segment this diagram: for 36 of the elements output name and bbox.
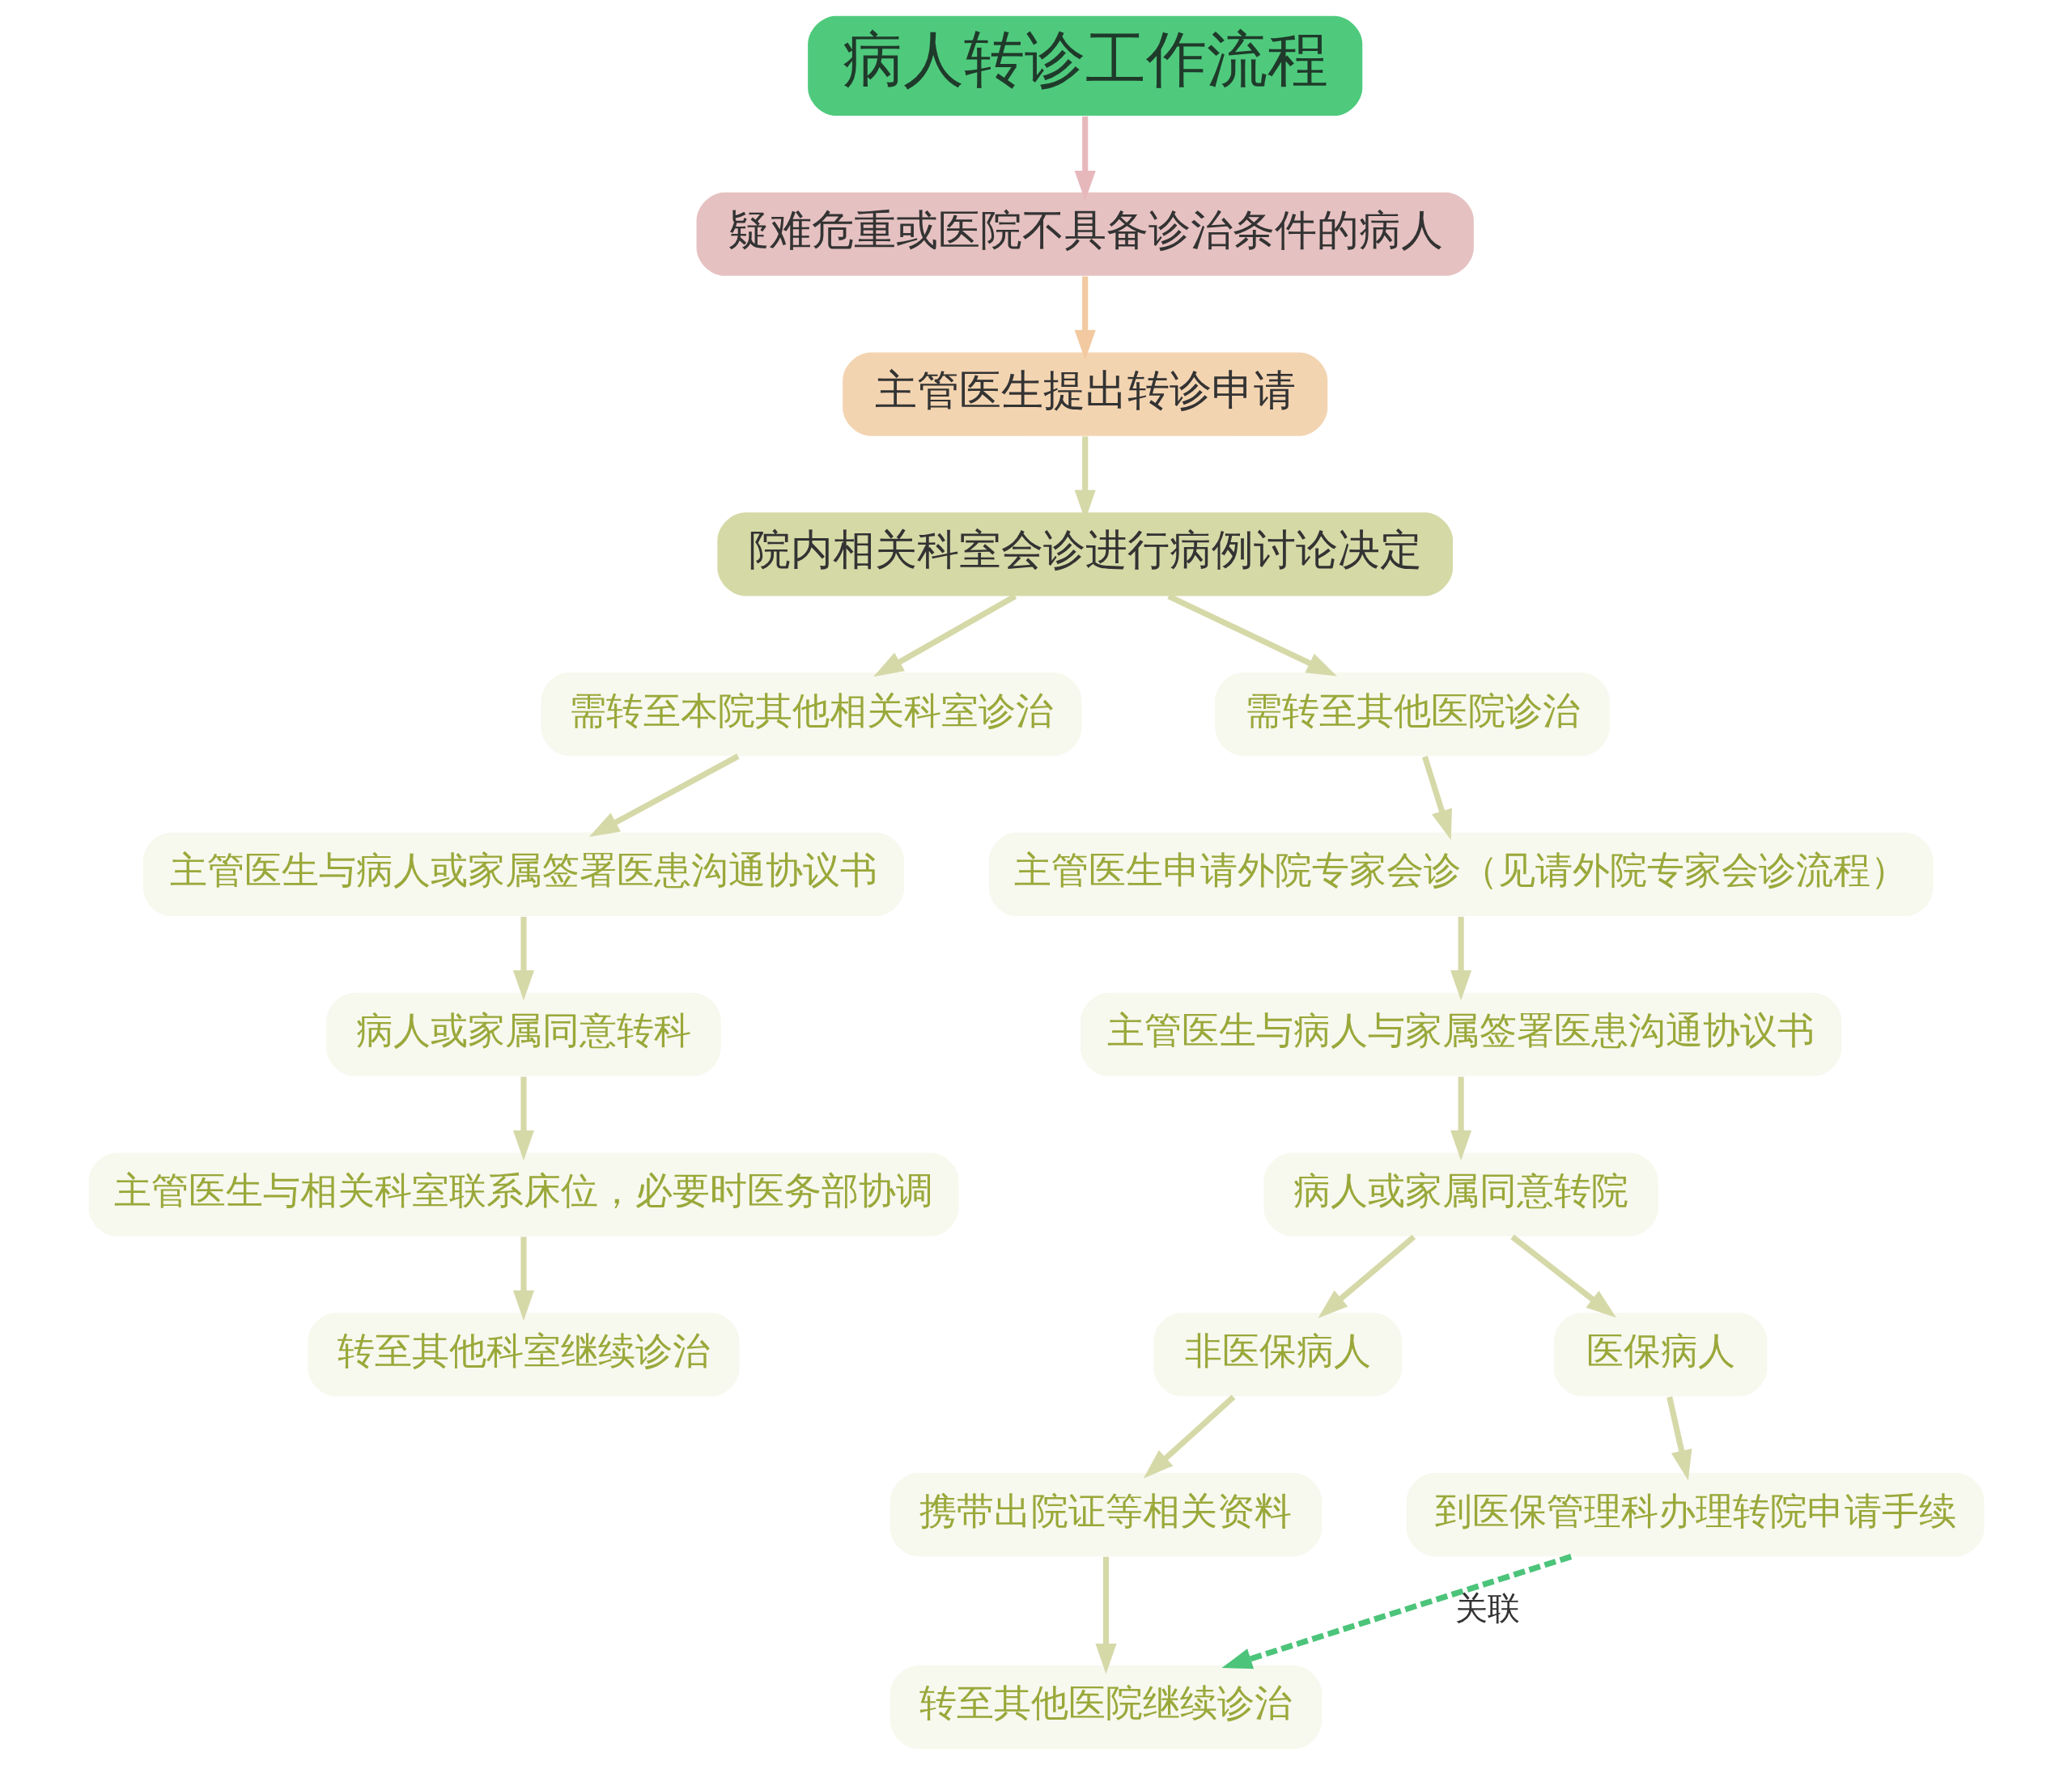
arrow xyxy=(512,1076,534,1161)
arrow xyxy=(873,593,1017,677)
node-box: 携带出院证等相关资料 xyxy=(890,1473,1322,1557)
arrow xyxy=(1221,1554,1572,1670)
arrow xyxy=(1666,1396,1692,1481)
node-box: 主管医生与病人或家属签署医患沟通协议书 xyxy=(142,832,904,917)
node-box: 主管医生与相关科室联系床位，必要时医务部协调 xyxy=(87,1152,958,1237)
arrow xyxy=(512,916,534,1001)
arrow xyxy=(1450,1076,1471,1161)
node-box: 病人或家属同意转科 xyxy=(325,992,721,1076)
node-box: 非医保病人 xyxy=(1153,1313,1402,1397)
arrow xyxy=(1450,916,1471,1001)
edge-label: 关联 xyxy=(1454,1589,1520,1627)
node-box: 医保病人 xyxy=(1553,1313,1767,1397)
arrow xyxy=(1074,116,1096,202)
node-box: 需转至其他医院诊治 xyxy=(1214,672,1610,757)
node-box: 病人或家属同意转院 xyxy=(1263,1152,1658,1237)
node-box: 主管医生提出转诊申请 xyxy=(842,352,1327,436)
node-box: 病人转诊工作流程 xyxy=(807,15,1362,117)
arrow xyxy=(1318,1234,1416,1318)
arrow xyxy=(1166,593,1337,677)
arrow xyxy=(1143,1394,1235,1479)
arrow xyxy=(1094,1556,1117,1674)
arrow xyxy=(1421,755,1452,840)
node-box: 转至其他科室继续诊治 xyxy=(307,1313,740,1397)
arrow xyxy=(1509,1234,1616,1318)
arrow xyxy=(1074,276,1096,361)
arrow xyxy=(588,753,739,837)
node-box: 疑难危重或医院不具备诊治条件的病人 xyxy=(696,192,1474,276)
node-box: 转至其他医院继续诊治 xyxy=(890,1665,1322,1750)
node-box: 主管医生申请外院专家会诊（见请外院专家会诊流程） xyxy=(988,832,1933,917)
node-box: 到医保管理科办理转院申请手续 xyxy=(1406,1473,1985,1557)
node-box: 需转至本院其他相关科室诊治 xyxy=(540,672,1081,757)
node-box: 院内相关科室会诊进行病例讨论决定 xyxy=(716,512,1453,596)
node-box: 主管医生与病人与家属签署医患沟通协议书 xyxy=(1080,992,1841,1076)
arrow xyxy=(512,1237,534,1321)
